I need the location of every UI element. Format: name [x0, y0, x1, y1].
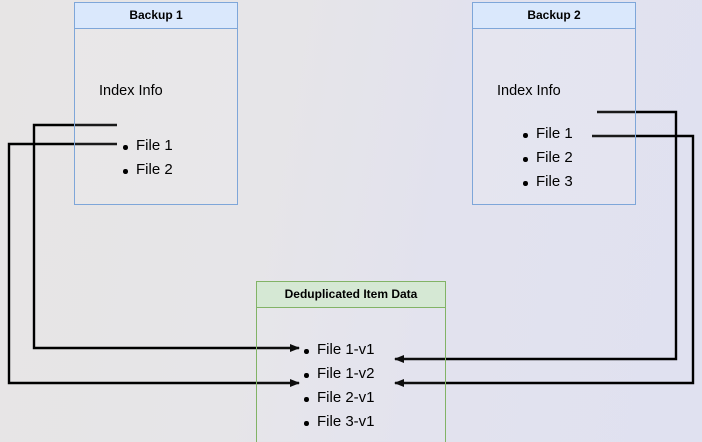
- node-backup-1[interactable]: Backup 1 Index Info File 1 File 2: [74, 2, 238, 205]
- backup-1-body: Index Info File 1 File 2: [75, 29, 237, 204]
- dedup-body: File 1-v1 File 1-v2 File 2-v1 File 3-v1: [257, 308, 445, 441]
- backup-2-file-list: File 1 File 2 File 3: [523, 122, 573, 194]
- connector-backup2-file1: [394, 110, 678, 363]
- backup-2-index-label: Index Info: [497, 83, 561, 99]
- backup-1-file-list: File 1 File 2: [123, 134, 173, 182]
- list-item[interactable]: File 1-v1: [304, 338, 375, 362]
- backup-2-body: Index Info File 1 File 2 File 3: [473, 29, 635, 204]
- list-item[interactable]: File 1: [523, 122, 573, 146]
- backup-1-index-label: Index Info: [99, 83, 163, 99]
- list-item[interactable]: File 2: [523, 146, 573, 170]
- list-item[interactable]: File 1-v2: [304, 362, 375, 386]
- backup-2-header: Backup 2: [473, 3, 635, 29]
- list-item[interactable]: File 3: [523, 170, 573, 194]
- dedup-item-list: File 1-v1 File 1-v2 File 2-v1 File 3-v1: [304, 338, 375, 434]
- list-item[interactable]: File 3-v1: [304, 410, 375, 434]
- node-backup-2[interactable]: Backup 2 Index Info File 1 File 2 File 3: [472, 2, 636, 205]
- list-item[interactable]: File 1: [123, 134, 173, 158]
- backup-1-header: Backup 1: [75, 3, 237, 29]
- list-item[interactable]: File 2-v1: [304, 386, 375, 410]
- list-item[interactable]: File 2: [123, 158, 173, 182]
- node-deduplicated-item-data[interactable]: Deduplicated Item Data File 1-v1 File 1-…: [256, 281, 446, 442]
- connector-backup1-file2: [7, 142, 300, 387]
- dedup-header: Deduplicated Item Data: [257, 282, 445, 308]
- connector-backup2-file2: [394, 134, 695, 387]
- connector-backup1-file1: [32, 123, 300, 352]
